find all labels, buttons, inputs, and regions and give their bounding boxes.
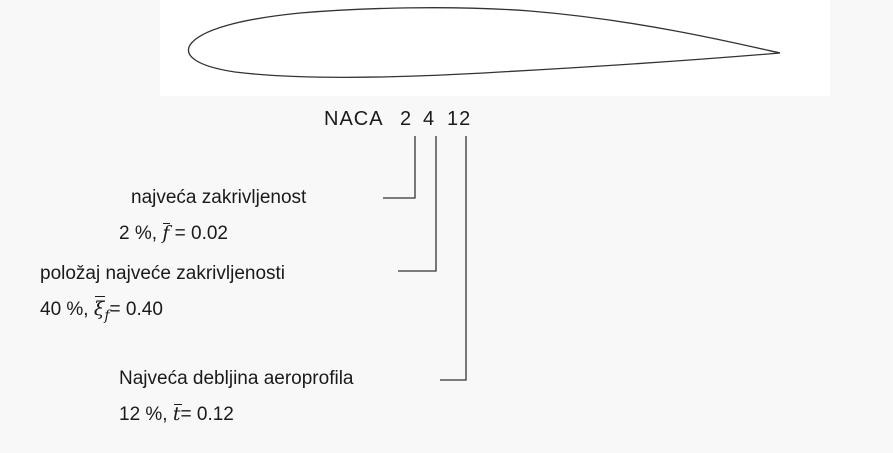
thickness-symbol-bar [173, 404, 182, 405]
thickness-symbol: t [172, 403, 182, 425]
thickness-value: 12 %, t= 0.12 [119, 403, 234, 426]
airfoil-outline [187, 7, 781, 78]
airfoil-shape [187, 7, 781, 78]
naca-digit-thickness: 12 [447, 108, 472, 130]
position-value-percent: 40 %, [40, 299, 89, 320]
thickness-label: Najveća debljina aeroprofila [119, 368, 354, 389]
camber-value-percent: 2 %, [119, 223, 158, 244]
thickness-value-percent: 12 %, [119, 404, 168, 425]
position-label: položaj najveće zakrivljenosti [40, 263, 286, 284]
camber-value-number: = 0.02 [174, 223, 228, 244]
position-leader-line [398, 136, 437, 272]
position-value: 40 %, ξf= 0.40 [40, 296, 163, 324]
camber-symbol-letter: f [162, 222, 170, 244]
camber-value: 2 %, f = 0.02 [119, 222, 228, 245]
naca-digit-camber: 2 [400, 108, 413, 130]
position-value-number: = 0.40 [109, 299, 163, 320]
position-symbol-letter: ξ [93, 298, 105, 320]
position-symbol-bar [94, 296, 106, 297]
thickness-value-number: = 0.12 [180, 404, 234, 425]
thickness-symbol-letter: t [172, 403, 181, 425]
naca-prefix: NACA [324, 108, 384, 130]
position-symbol: ξ [93, 296, 106, 320]
camber-symbol: f [162, 222, 171, 244]
camber-label: najveća zakrivljenost [131, 187, 307, 208]
naca-digit-position: 4 [423, 108, 436, 130]
camber-leader-line [383, 136, 416, 199]
thickness-leader-line [440, 136, 467, 381]
position-symbol-subscript: f [104, 308, 110, 324]
camber-symbol-bar [163, 223, 171, 224]
airfoil-panel [160, 0, 830, 96]
